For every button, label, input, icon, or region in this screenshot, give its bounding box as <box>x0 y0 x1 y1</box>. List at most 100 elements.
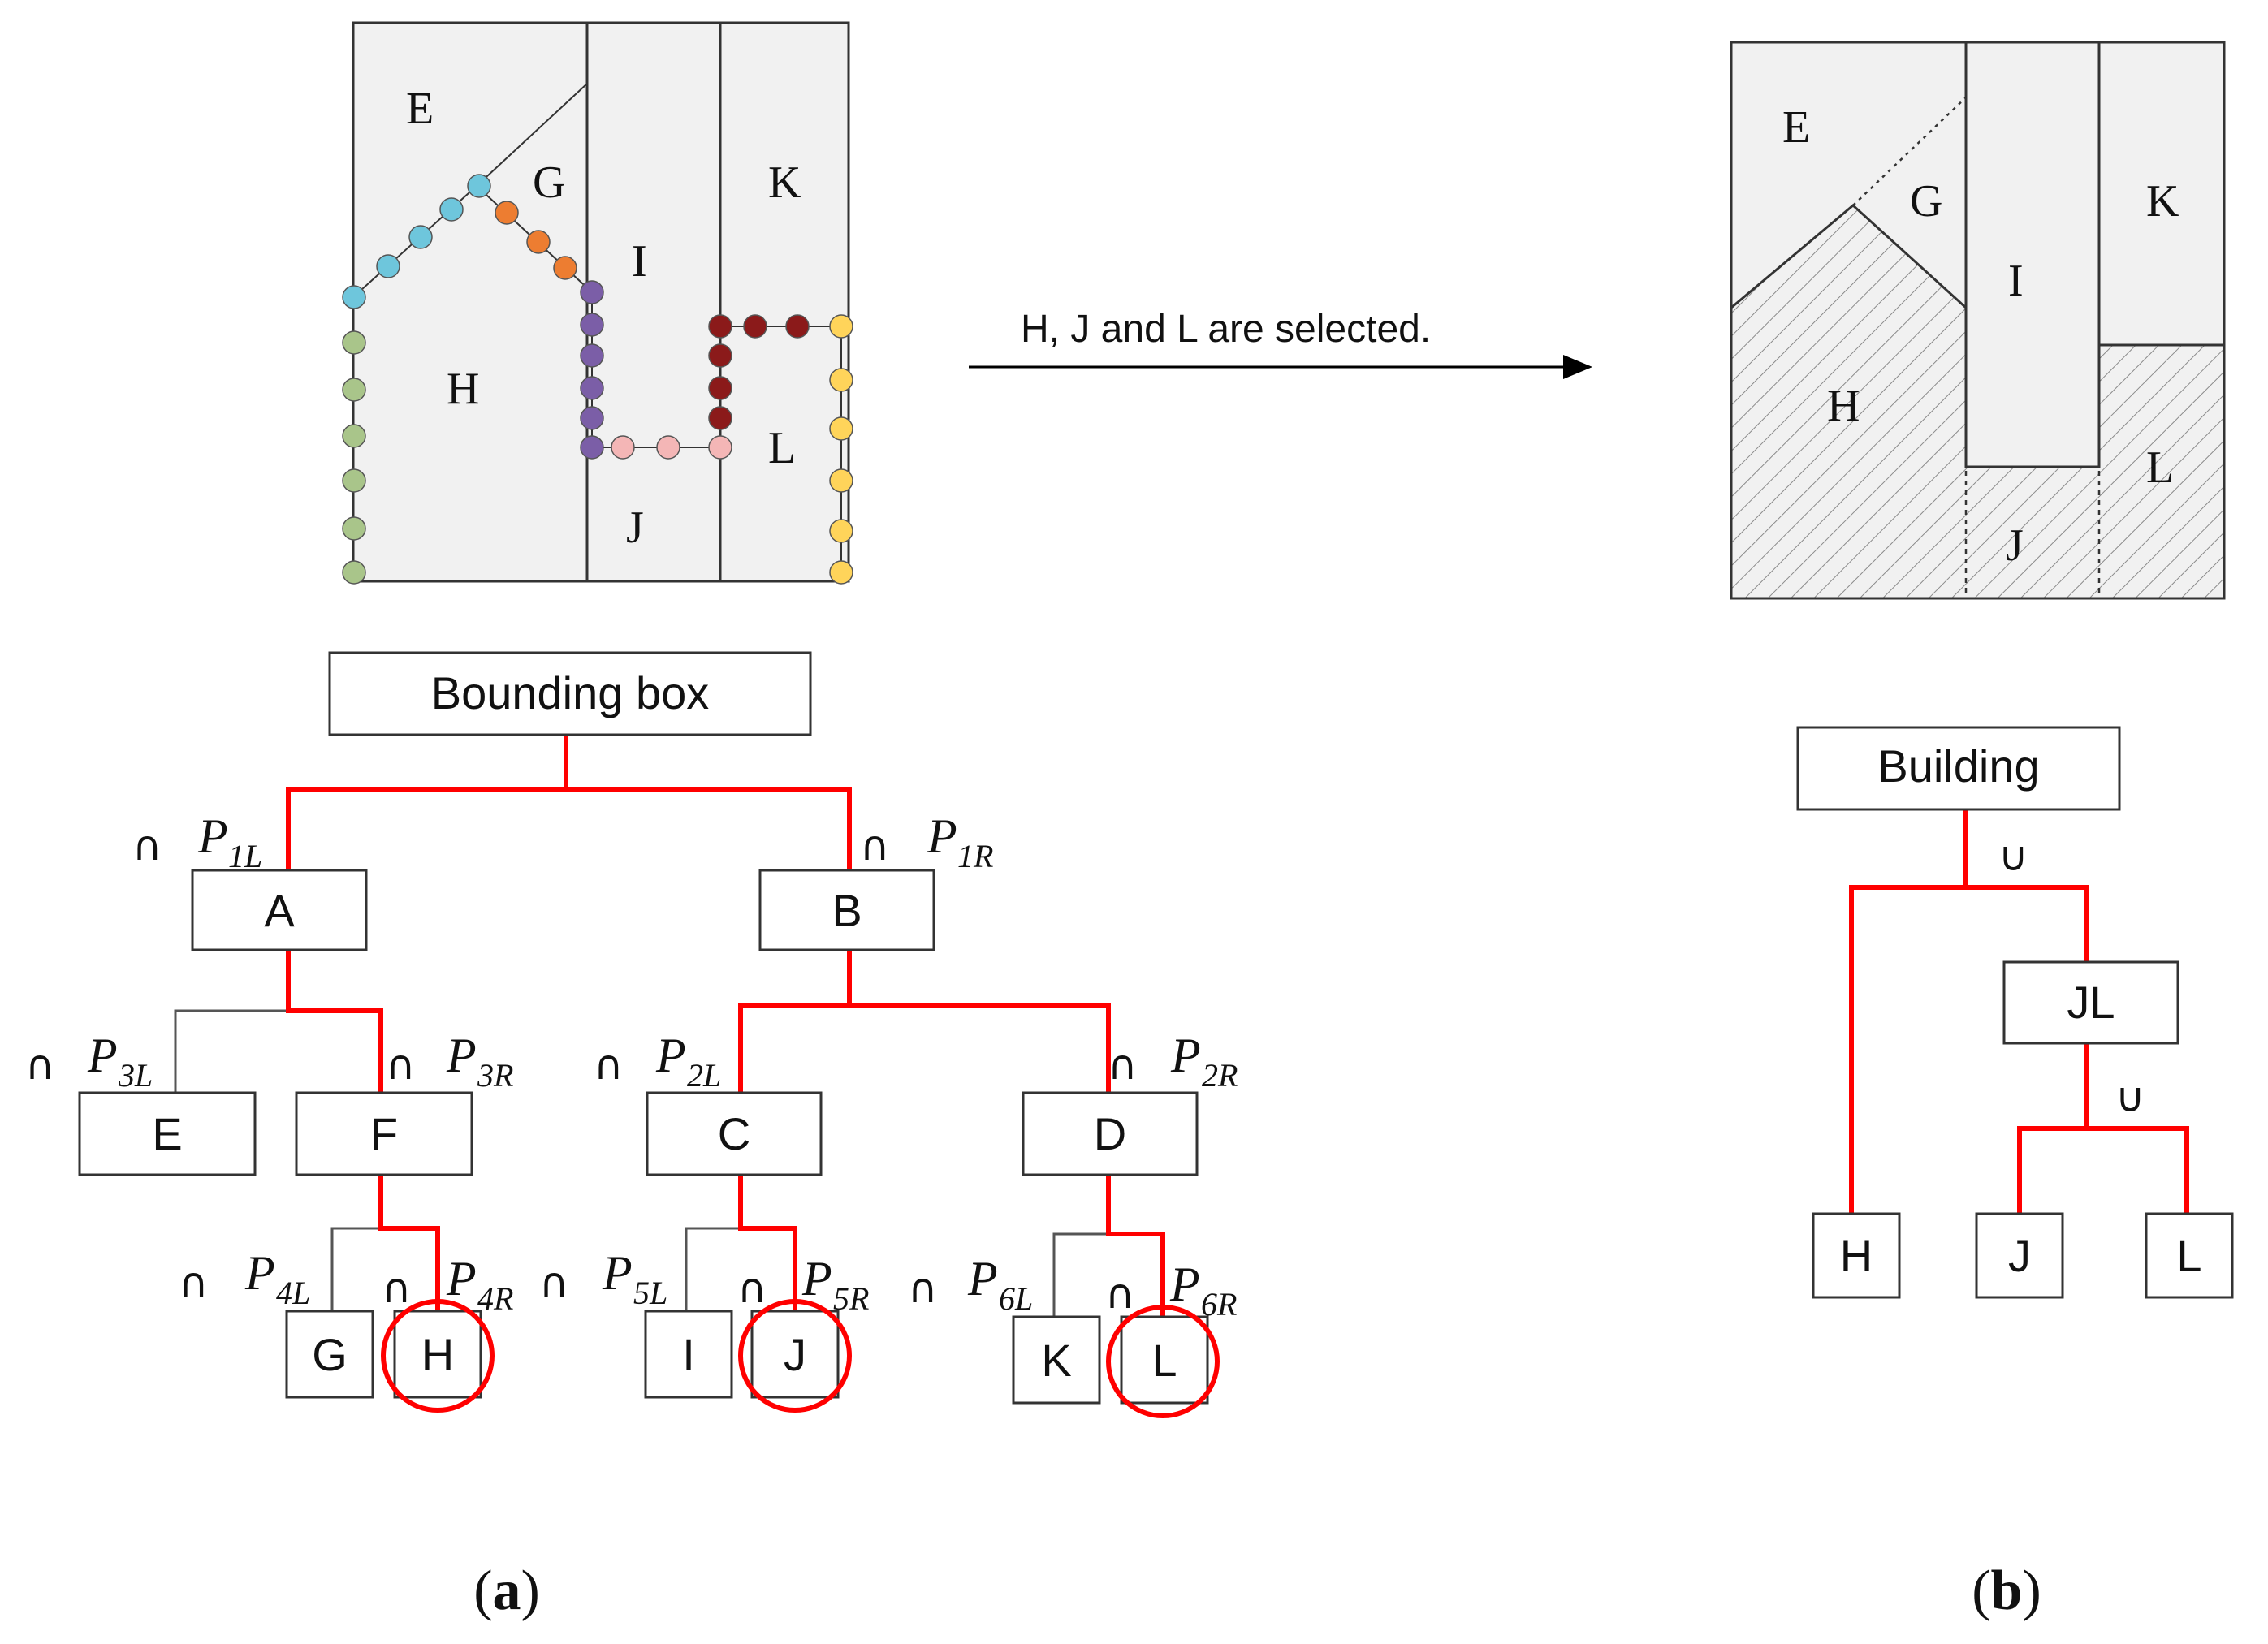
dot-green <box>342 468 366 493</box>
node-b-l-label: L <box>2176 1230 2201 1281</box>
map-region-h: H <box>447 364 479 414</box>
building-region-g: G <box>1910 176 1942 227</box>
plane-p6l-sub: 6L <box>999 1280 1033 1317</box>
node-f-label: F <box>370 1108 398 1159</box>
union-symbol: ∪ <box>2115 1074 2145 1121</box>
intersect-symbol: ∩ <box>25 1042 55 1089</box>
plane-p1r-base: P <box>927 809 957 863</box>
intersect-symbol: ∩ <box>1108 1042 1138 1089</box>
node-building-label: Building <box>1877 740 2039 792</box>
dot-yellow <box>829 468 853 493</box>
edge-building-jl <box>1966 885 2089 962</box>
dot-darkred <box>708 314 732 339</box>
dot-cyan <box>439 197 464 222</box>
intersect-symbol: ∩ <box>594 1042 624 1089</box>
node-i: I <box>644 1310 733 1399</box>
plane-label-p5l: ∩ P 5L <box>539 1246 667 1311</box>
map-region-g: G <box>533 157 565 208</box>
plane-label-p3r: ∩ P 3R <box>386 1029 513 1094</box>
dot-green <box>342 560 366 585</box>
dot-yellow <box>829 519 853 543</box>
node-d: D <box>1022 1091 1199 1176</box>
node-g: G <box>285 1310 374 1399</box>
building-dotted-diagonal <box>1852 97 1967 206</box>
plane-p2l-base: P <box>655 1029 686 1082</box>
map-region-j: J <box>626 503 644 553</box>
node-l: L <box>1120 1315 1209 1405</box>
edge-jl-j <box>2017 1043 2089 1214</box>
intersect-symbol: ∩ <box>539 1259 569 1306</box>
building-region-i: I <box>2008 256 2024 306</box>
plane-p4l-base: P <box>244 1246 275 1300</box>
map-diagonal <box>476 83 588 187</box>
plane-p1r-sub: 1R <box>957 838 993 874</box>
dot-pink <box>611 435 635 460</box>
intersect-symbol: ∩ <box>860 822 890 869</box>
dot-darkred <box>708 376 732 400</box>
node-b-l: L <box>2145 1212 2234 1299</box>
edge-f-g <box>330 1227 381 1311</box>
plane-p3r-sub: 3R <box>477 1057 513 1094</box>
plane-label-p5r: ∩ P 5R <box>737 1252 869 1317</box>
plane-label-p3l: ∩ P 3L <box>25 1029 153 1094</box>
node-b-label: B <box>832 885 862 936</box>
dot-purple <box>580 435 604 460</box>
plane-p6r-base: P <box>1169 1258 1200 1311</box>
node-b-h-label: H <box>1840 1230 1873 1281</box>
plane-p5l-sub: 5L <box>633 1275 667 1311</box>
dot-orange <box>553 256 577 280</box>
boundary-points <box>342 174 853 585</box>
node-bounding-box: Bounding box <box>328 651 812 736</box>
dot-yellow <box>829 560 853 585</box>
intersect-symbol: ∩ <box>382 1265 412 1312</box>
plane-p6l-base: P <box>967 1252 998 1305</box>
intersect-symbol: ∩ <box>737 1265 767 1312</box>
intersect-symbol: ∩ <box>1105 1271 1135 1318</box>
dot-green <box>342 330 366 355</box>
plane-label-p4l: ∩ P 4L <box>179 1246 310 1311</box>
plane-label-p1r: ∩ P 1R <box>860 809 993 874</box>
edge-d-k <box>1052 1232 1108 1317</box>
selection-arrow: H, J and L are selected. <box>969 308 1592 379</box>
bsp-tree: Bounding box A B E F C D G <box>25 651 1238 1418</box>
node-b-h: H <box>1812 1212 1901 1299</box>
dot-yellow <box>829 368 853 392</box>
dot-orange <box>526 230 551 254</box>
dot-green <box>342 378 366 402</box>
plane-p4r-sub: 4R <box>477 1280 513 1317</box>
dot-cyan <box>467 174 491 198</box>
plane-p3l-sub: 3L <box>118 1057 153 1094</box>
node-e: E <box>78 1091 257 1176</box>
edge-b-d <box>849 1003 1111 1093</box>
caption-b: (b) <box>1972 1560 2041 1622</box>
map-region-e: E <box>406 84 434 134</box>
plane-p5r-sub: 5R <box>833 1280 869 1317</box>
node-k: K <box>1012 1315 1101 1405</box>
node-building: Building <box>1796 726 2121 811</box>
plane-p2r-sub: 2R <box>1202 1057 1238 1094</box>
node-c: C <box>646 1091 823 1176</box>
edge-root-a <box>286 735 568 870</box>
dot-orange <box>495 201 519 225</box>
node-jl-label: JL <box>2067 977 2115 1028</box>
csg-tree: Building JL H J L ∪ ∪ <box>1796 726 2234 1299</box>
dot-darkred <box>708 406 732 430</box>
node-j-label: J <box>784 1329 806 1380</box>
dot-green <box>342 516 366 541</box>
selected-circle-l <box>1106 1305 1220 1418</box>
plane-label-p1l: ∩ P 1L <box>132 809 262 874</box>
plane-p2l-sub: 2L <box>687 1057 721 1094</box>
dot-purple <box>580 376 604 400</box>
building-region-e: E <box>1782 102 1810 153</box>
dot-purple <box>580 343 604 368</box>
plane-p5l-base: P <box>602 1246 633 1300</box>
edge-d-l <box>1106 1175 1165 1317</box>
dot-purple <box>580 406 604 430</box>
dot-cyan <box>376 254 400 278</box>
edge-root-b <box>566 787 852 870</box>
node-b-j: J <box>1975 1212 2064 1299</box>
plane-p2r-base: P <box>1170 1029 1201 1082</box>
dot-pink <box>708 435 732 460</box>
edge-c-j <box>738 1175 797 1311</box>
plane-label-p2l: ∩ P 2L <box>594 1029 721 1094</box>
